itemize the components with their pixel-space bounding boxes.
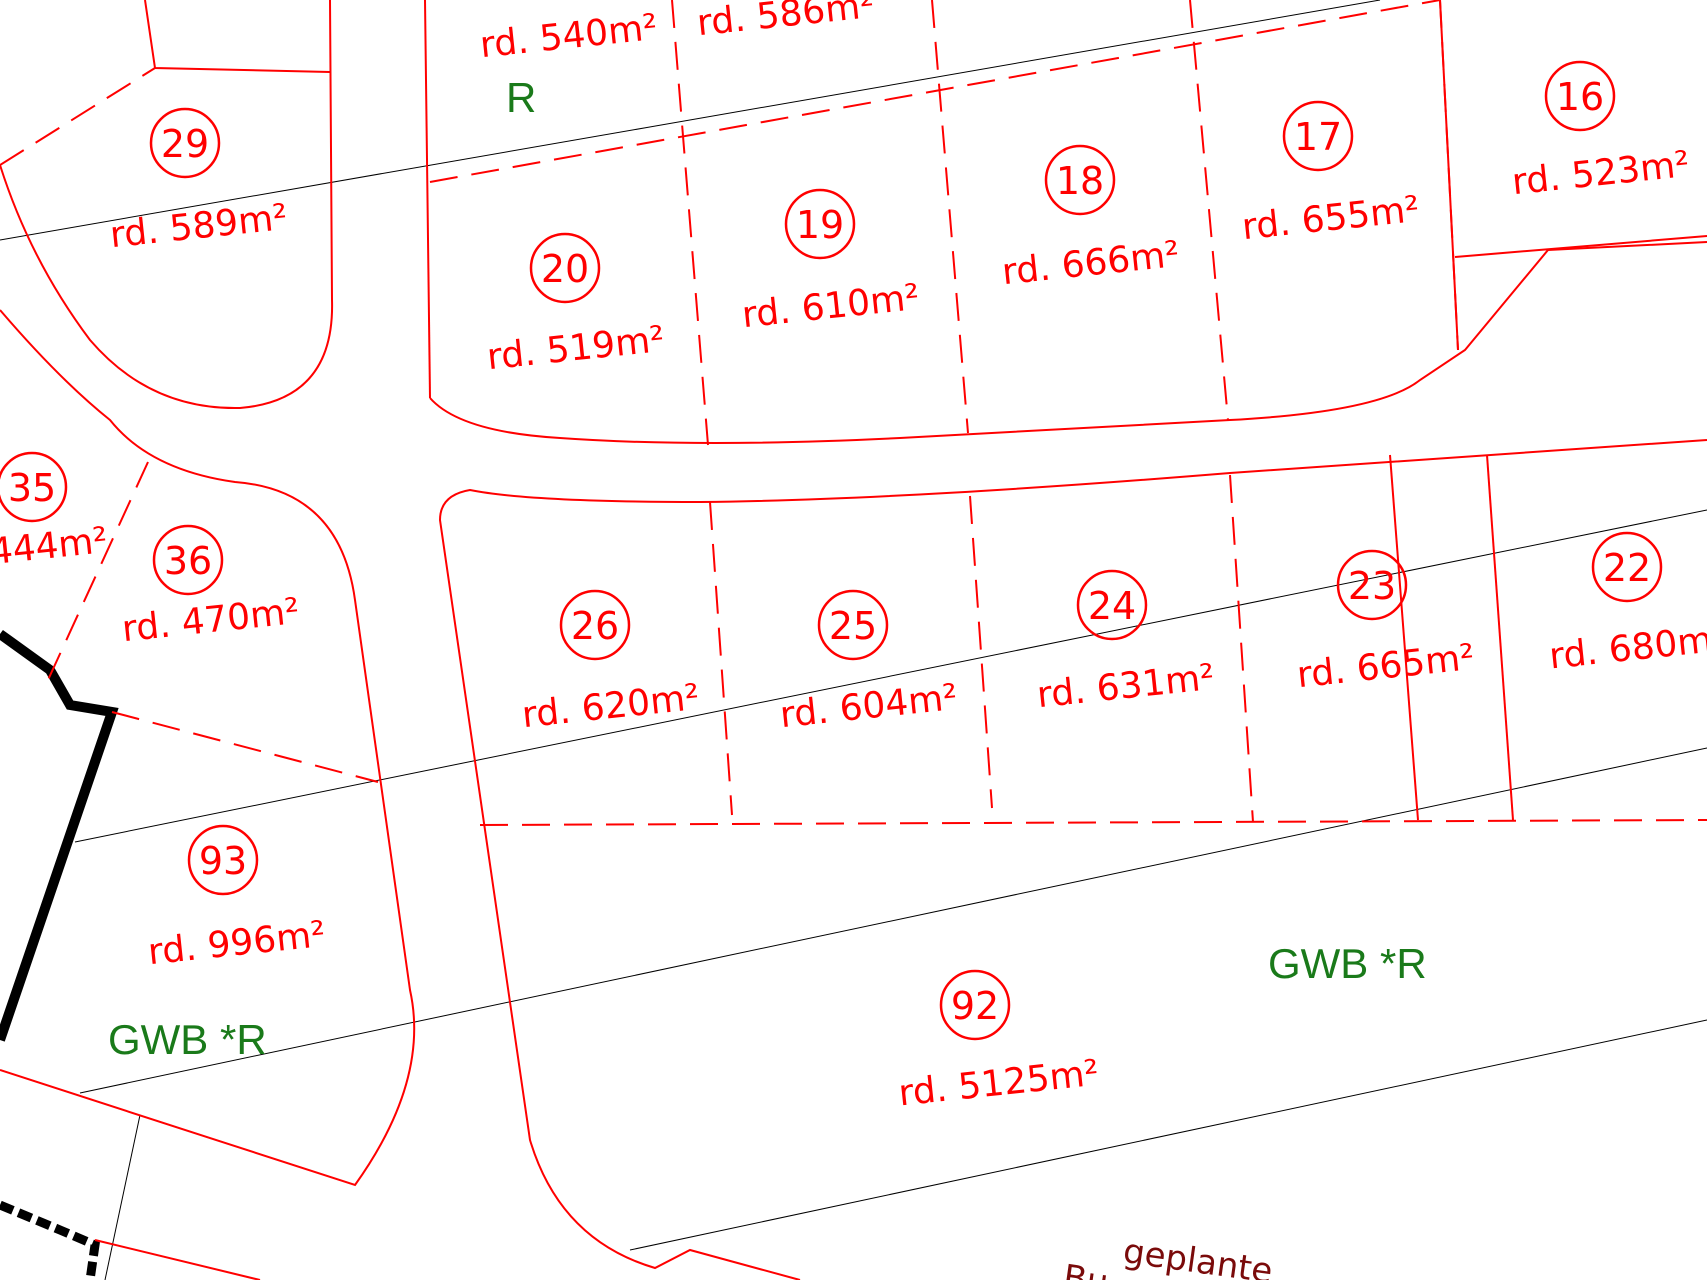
parcel-circle-23 <box>1336 549 1408 621</box>
parcel-area-19: rd. 610m² <box>740 277 921 336</box>
parcel-area-23: rd. 665m² <box>1295 637 1476 696</box>
parcel-circle-29 <box>149 107 221 179</box>
parcel-area-35: 444m² <box>0 520 110 573</box>
parcel-circle-18 <box>1044 144 1116 216</box>
parcel-circle-93 <box>187 824 259 896</box>
parcel-circle-35 <box>0 451 68 523</box>
parcel-number-93: 93 <box>199 839 247 883</box>
parcel-area-20: rd. 519m² <box>485 319 666 378</box>
parcel-number-22: 22 <box>1603 546 1651 590</box>
zone-label-r: R <box>506 74 536 121</box>
parcel-circle-19 <box>784 188 856 260</box>
parcel-circle-22 <box>1591 531 1663 603</box>
parcel-area-93: rd. 996m² <box>146 914 327 973</box>
parcel-circle-16 <box>1544 60 1616 132</box>
parcel-area-36: rd. 470m² <box>120 591 301 650</box>
parcel-circle-25 <box>817 589 889 661</box>
street-label-line2: Bu <box>1061 1257 1111 1280</box>
parcel-areas: rd. 540m² rd. 586m² rd. 589m² rd. 519m² … <box>0 0 1707 1114</box>
parcel-circle-36 <box>152 524 224 596</box>
parcel-number-23: 23 <box>1348 564 1396 608</box>
boundary-line <box>0 629 119 1280</box>
parcel-number-29: 29 <box>161 122 209 166</box>
parcel-area-29: rd. 589m² <box>108 197 289 256</box>
area-top-right: rd. 586m² <box>695 0 876 44</box>
parcel-area-24: rd. 631m² <box>1035 657 1216 716</box>
parcel-number-18: 18 <box>1056 159 1104 203</box>
parcel-circle-26 <box>559 589 631 661</box>
zone-label-gwb-right: GWB *R <box>1268 940 1427 987</box>
parcel-circle-20 <box>529 232 601 304</box>
parcel-area-25: rd. 604m² <box>778 677 959 736</box>
parcel-area-22: rd. 680m <box>1547 620 1707 678</box>
parcel-area-17: rd. 655m² <box>1240 189 1421 248</box>
area-top-left: rd. 540m² <box>478 7 659 66</box>
parcel-area-18: rd. 666m² <box>1000 234 1181 293</box>
parcel-circle-92 <box>939 969 1011 1041</box>
parcel-number-26: 26 <box>571 604 619 648</box>
parcel-number-92: 92 <box>951 984 999 1028</box>
parcel-number-35: 35 <box>8 466 56 510</box>
parcel-area-16: rd. 523m² <box>1510 144 1691 203</box>
parcel-area-26: rd. 620m² <box>520 677 701 736</box>
parcel-area-92: rd. 5125m² <box>897 1053 1101 1115</box>
parcel-number-19: 19 <box>796 203 844 247</box>
parcel-numbers: 29 20 19 18 17 16 35 36 26 25 24 23 22 9… <box>8 75 1651 1028</box>
street-label-line1: geplante <box>1121 1231 1275 1280</box>
zone-label-gwb-left: GWB *R <box>108 1016 267 1063</box>
parcel-number-20: 20 <box>541 247 589 291</box>
street-label: geplante Bu <box>1061 1231 1275 1280</box>
parcel-number-24: 24 <box>1088 584 1136 628</box>
parcel-markers <box>0 60 1663 1041</box>
parcel-number-25: 25 <box>829 604 877 648</box>
parcel-number-36: 36 <box>164 539 212 583</box>
parcel-number-16: 16 <box>1556 75 1604 119</box>
parcel-number-17: 17 <box>1294 115 1342 159</box>
plot-divisions <box>0 0 1707 826</box>
parcel-circle-17 <box>1282 100 1354 172</box>
zone-labels: R GWB *R GWB *R <box>108 74 1427 1063</box>
parcel-circle-24 <box>1076 569 1148 641</box>
